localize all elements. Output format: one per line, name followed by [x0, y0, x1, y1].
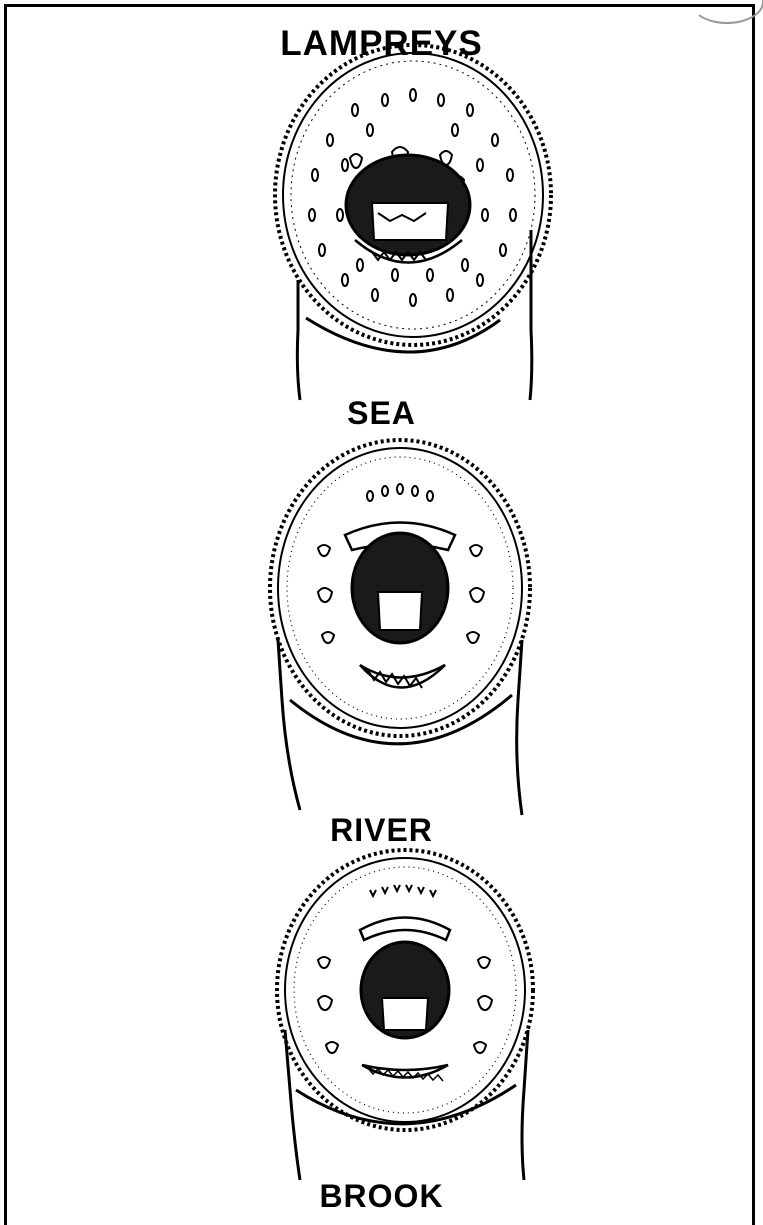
figure-title: LAMPREYS — [0, 24, 763, 64]
brook-lamprey-label: BROOK — [0, 1178, 763, 1215]
river-lamprey-label: RIVER — [0, 812, 763, 849]
figure-frame — [4, 4, 755, 1225]
sea-lamprey-label: SEA — [0, 395, 763, 432]
